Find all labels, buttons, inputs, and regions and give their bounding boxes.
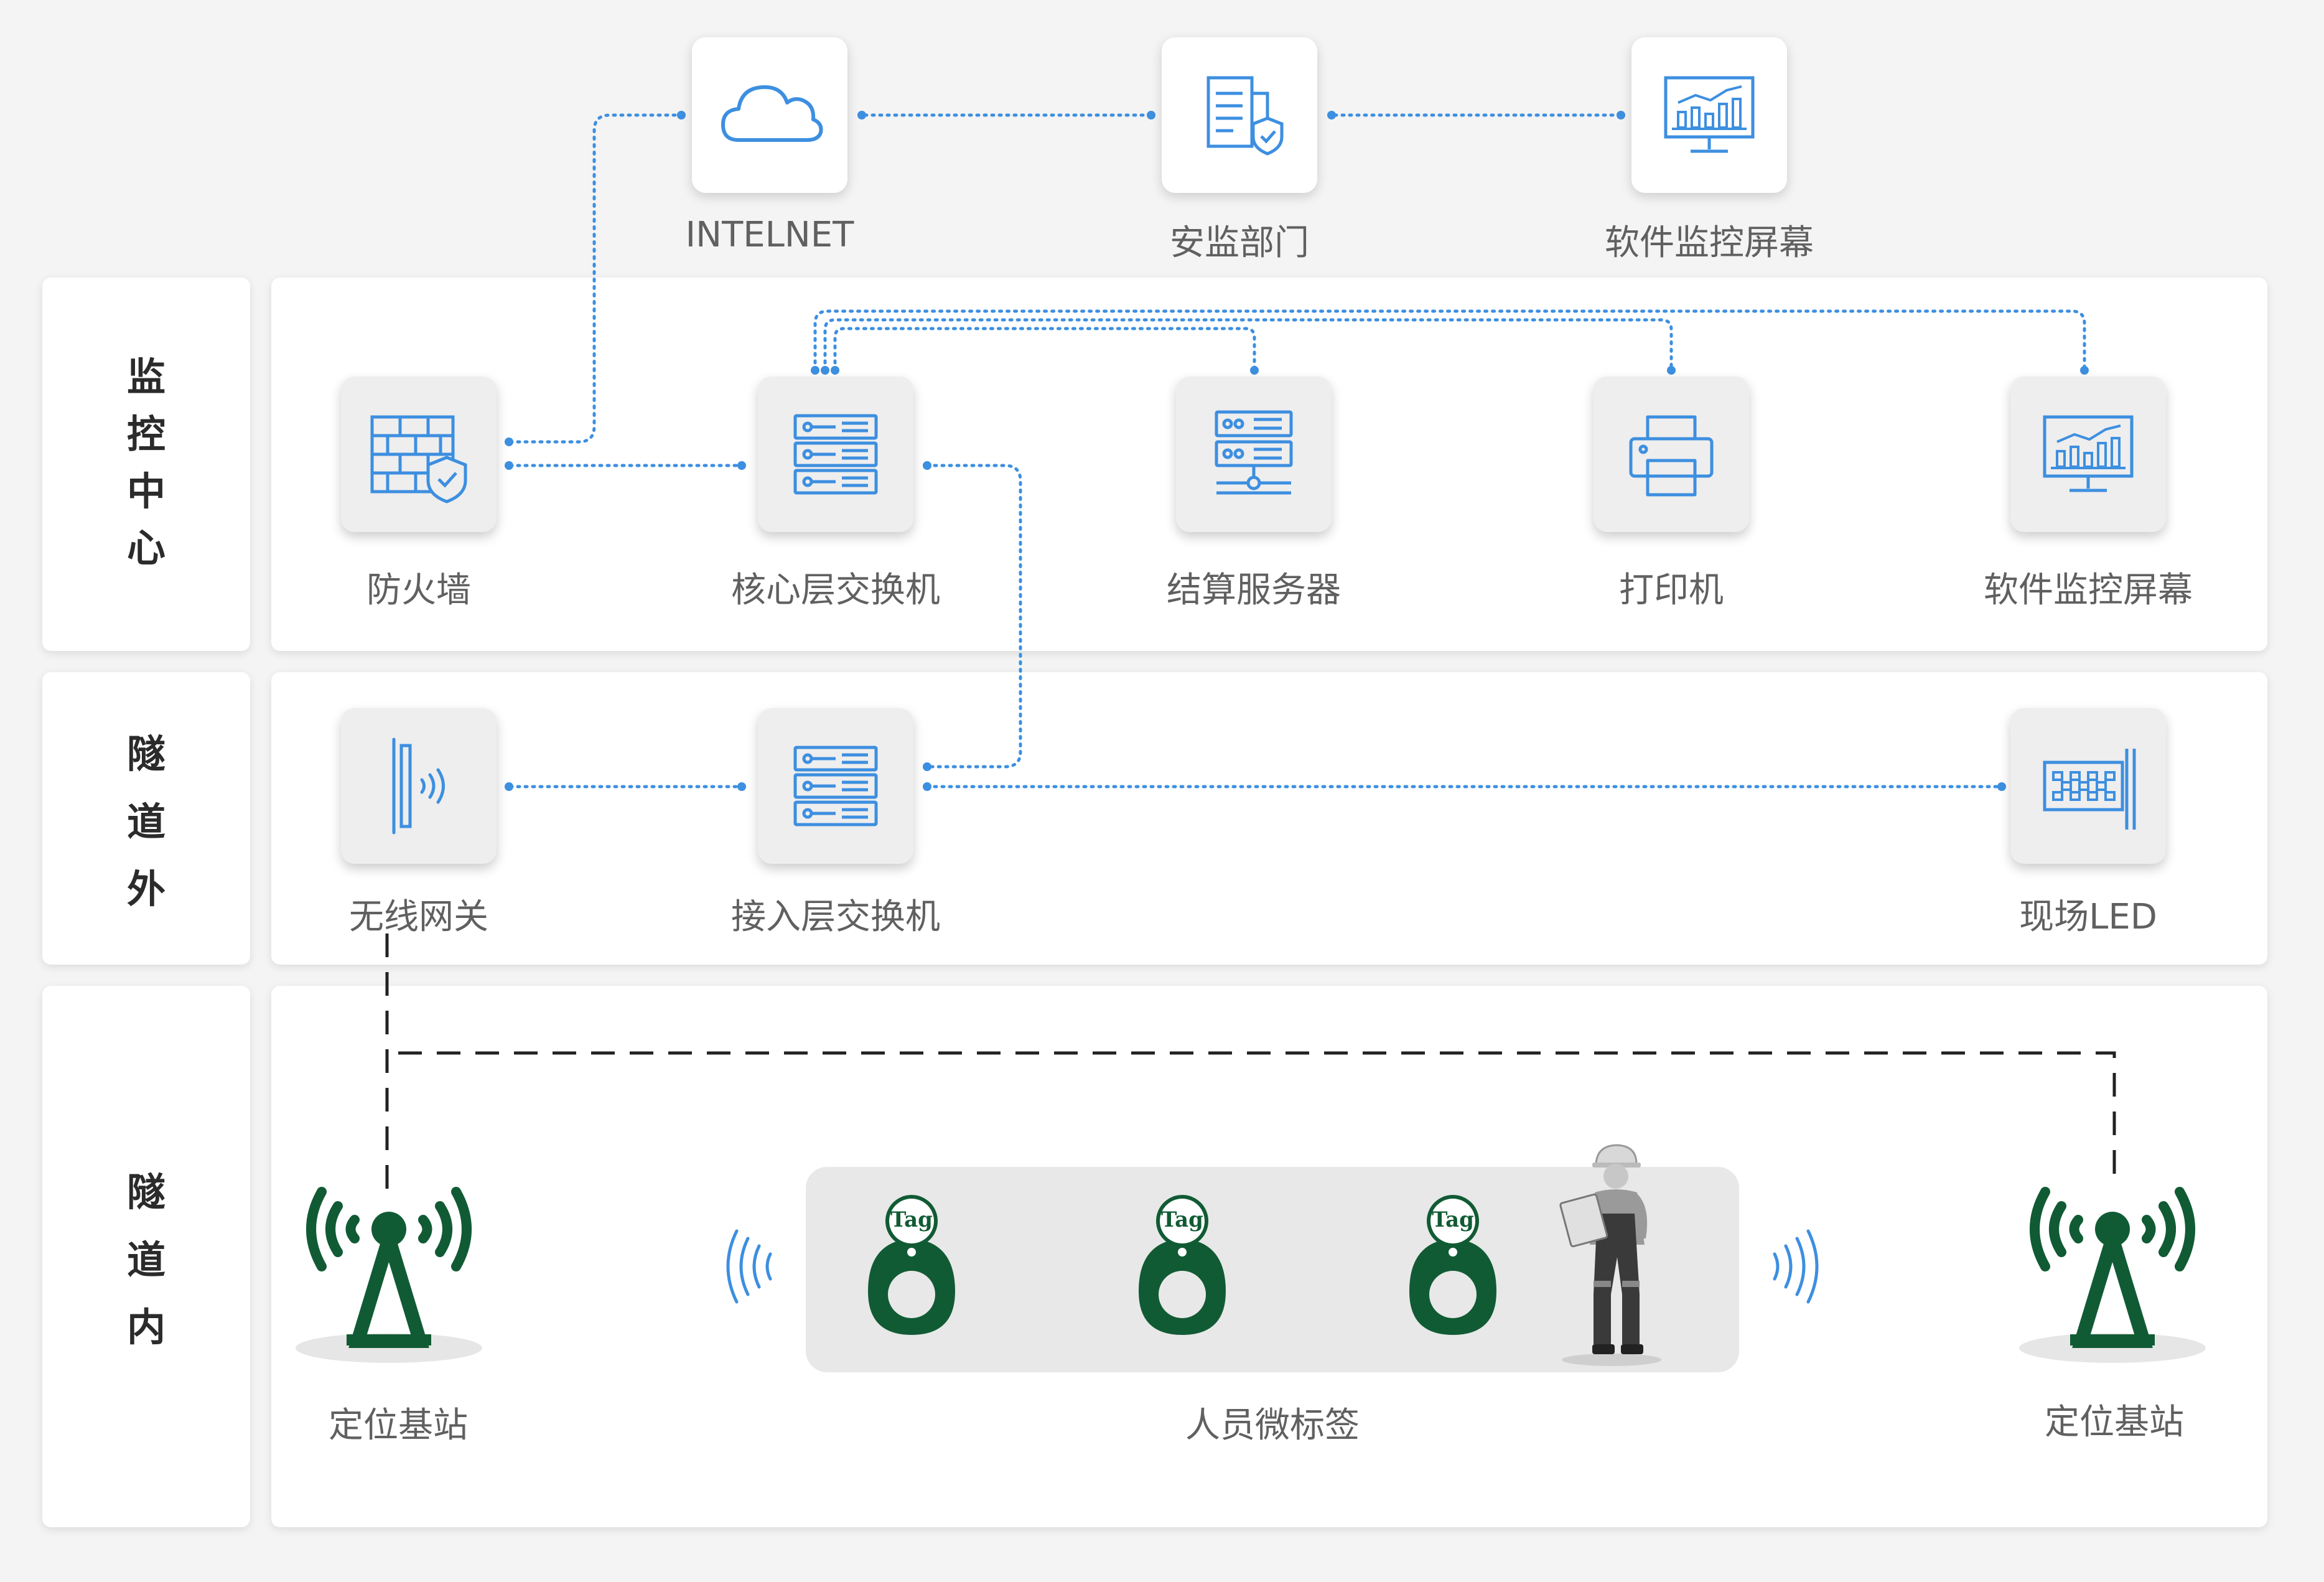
printer-label: 打印机 (1619, 570, 1724, 611)
access-switch-label: 接入层交换机 (731, 897, 940, 937)
tag-label: Tag (1432, 1207, 1474, 1232)
settlement-server-node (1176, 377, 1332, 532)
tag-fob-icon (868, 1195, 955, 1335)
zone-label-panel-inside (42, 986, 250, 1527)
signal-waves-right-icon (1773, 1229, 1819, 1304)
zone-char: 监 (126, 354, 166, 400)
zone-label-control-center: 监 控 中 心 (121, 349, 171, 577)
tag-label: Tag (1161, 1207, 1203, 1232)
zone-char: 道 (126, 1237, 166, 1283)
wireless-gateway-icon (392, 737, 445, 835)
zone-label-inside-tunnel: 隧 道 内 (121, 1159, 171, 1362)
zone-char: 隧 (126, 1169, 166, 1215)
switch-icon (793, 746, 878, 826)
tag-label: Tag (890, 1207, 933, 1232)
safety-dept-label: 安监部门 (1170, 223, 1309, 263)
tag-fob-2: Tag (1132, 1189, 1232, 1338)
core-switch-label: 核心层交换机 (731, 570, 940, 611)
monitor-screen-label: 软件监控屏幕 (1984, 570, 2193, 611)
base-station-right-label: 定位基站 (2045, 1402, 2184, 1443)
signal-waves-left-icon (726, 1229, 772, 1304)
led-display-icon (2043, 749, 2136, 830)
safety-dept-node (1162, 37, 1317, 193)
top-monitor-label: 软件监控屏幕 (1605, 223, 1814, 263)
firewall-icon (370, 415, 467, 503)
led-label: 现场LED (2019, 897, 2157, 937)
zone-char: 心 (126, 525, 166, 571)
core-switch-node (758, 377, 913, 532)
server-icon (1215, 410, 1293, 495)
personnel-tags-label: 人员微标签 (1185, 1405, 1360, 1446)
zone-char: 中 (126, 468, 166, 514)
base-station-left-label: 定位基站 (329, 1405, 468, 1446)
internet-node (692, 37, 847, 193)
tag-fob-icon (1139, 1195, 1226, 1335)
firewall-node (341, 377, 497, 532)
zone-char: 隧 (126, 731, 166, 777)
personnel-tag-area: Tag Tag Tag (806, 1144, 1739, 1372)
printer-icon (1629, 415, 1714, 497)
zone-panel-outside-tunnel (271, 672, 2267, 965)
printer-node (1594, 377, 1749, 532)
access-switch-node (758, 708, 913, 864)
base-station-icon (296, 1187, 482, 1363)
tag-fob-1: Tag (862, 1189, 961, 1338)
wireless-gateway-node (341, 708, 497, 864)
worker-icon (1559, 1144, 1661, 1366)
monitor-screen-node (2010, 377, 2166, 532)
tag-fob-icon (1409, 1195, 1496, 1335)
zone-char: 外 (126, 866, 166, 912)
switch-icon (793, 414, 878, 495)
monitor-chart-icon (1664, 76, 1755, 153)
internet-label: INTELNET (685, 215, 854, 255)
tag-fob-3: Tag (1403, 1189, 1503, 1338)
settlement-server-label: 结算服务器 (1167, 570, 1341, 611)
base-station-icon (2019, 1187, 2206, 1363)
top-monitor-node (1631, 37, 1787, 193)
zone-char: 道 (126, 798, 166, 845)
zone-label-outside-tunnel: 隧 道 外 (121, 721, 171, 924)
zone-label-panel-outside (42, 672, 250, 965)
led-node (2010, 708, 2166, 864)
monitor-chart-icon (2043, 415, 2134, 492)
document-shield-icon (1206, 76, 1284, 156)
zone-label-panel-control (42, 278, 250, 651)
zone-char: 内 (126, 1304, 166, 1350)
zone-char: 控 (126, 411, 166, 457)
wireless-gateway-label: 无线网关 (349, 897, 488, 937)
firewall-label: 防火墙 (366, 570, 471, 611)
cloud-icon (721, 85, 823, 142)
